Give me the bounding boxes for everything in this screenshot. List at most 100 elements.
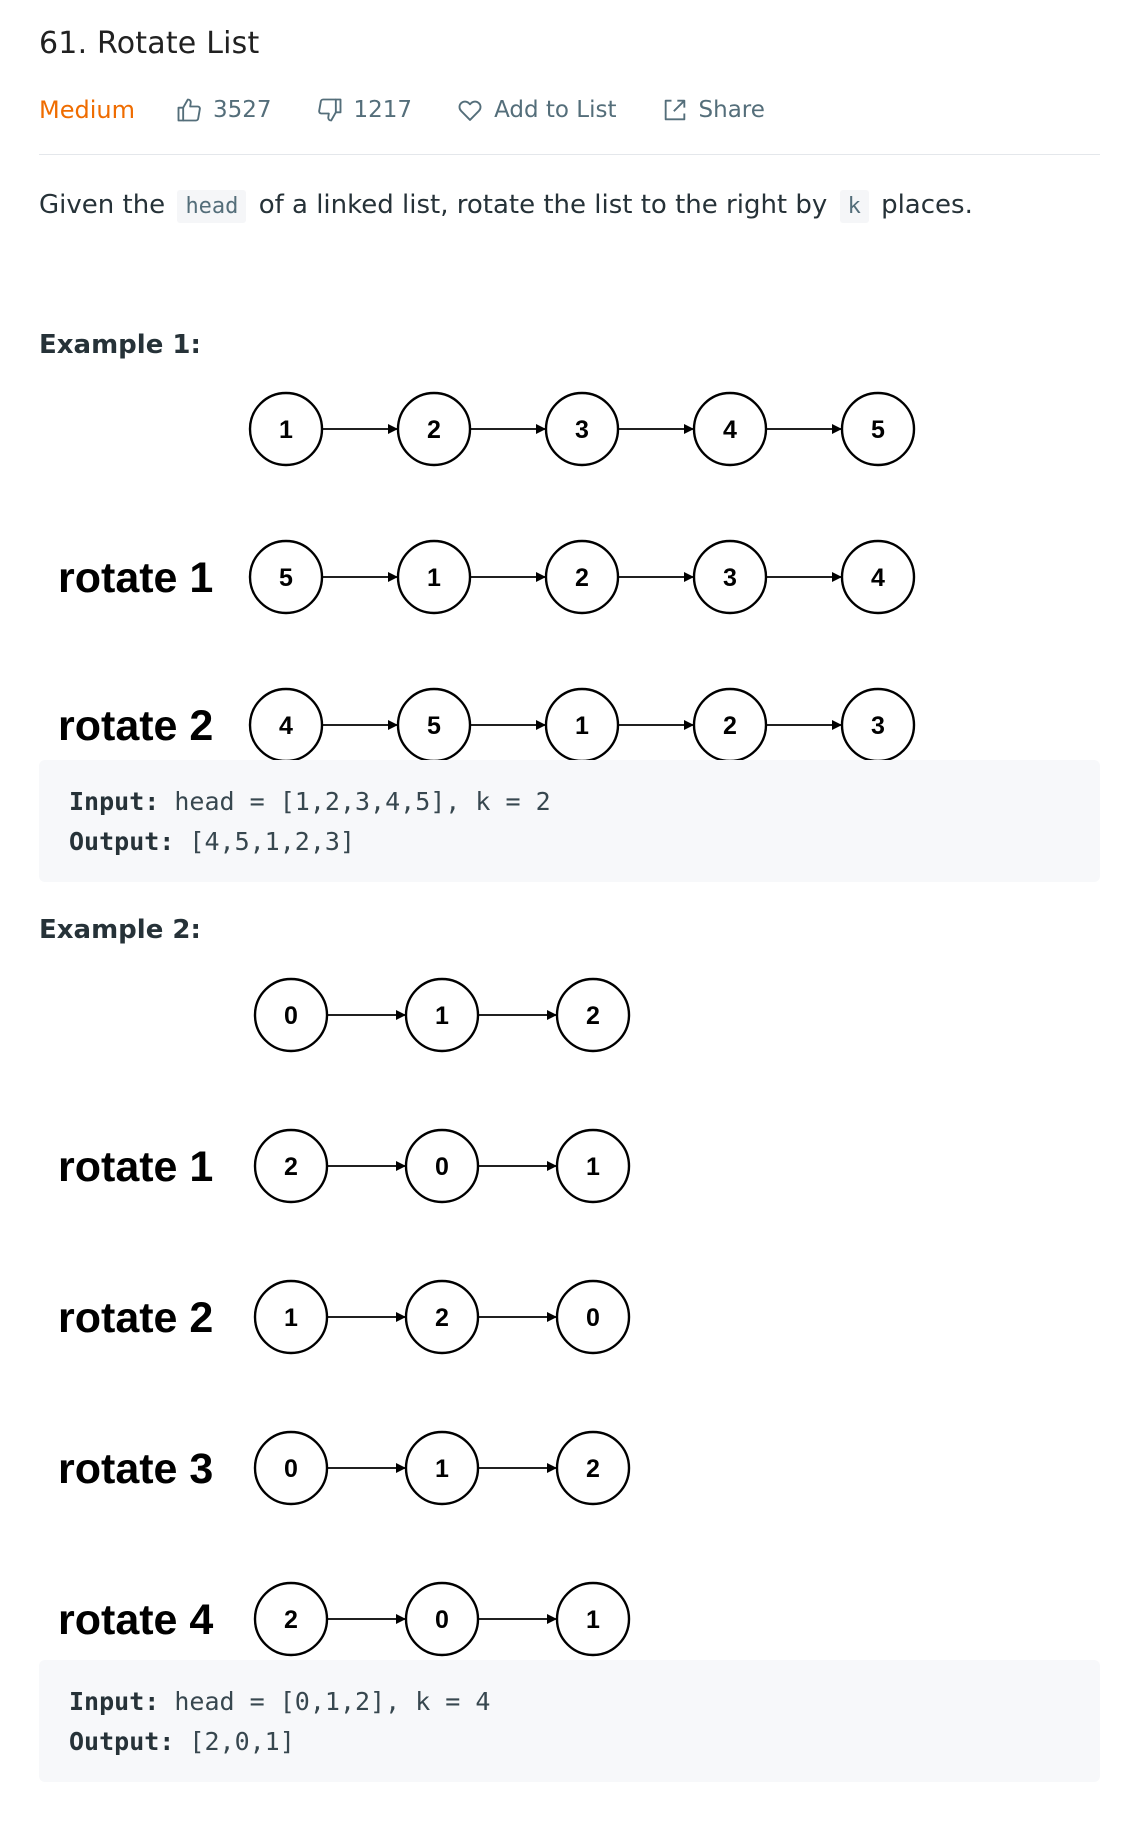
list-node xyxy=(555,977,631,1053)
header-divider xyxy=(39,154,1100,155)
node-value: 0 xyxy=(284,1455,298,1483)
code-k: k xyxy=(839,190,869,223)
list-row: rotate 3 0 1 2 xyxy=(58,1430,631,1506)
list-node xyxy=(253,1128,329,1204)
list-node xyxy=(555,1279,631,1355)
list-node xyxy=(404,1279,480,1355)
heart-icon xyxy=(458,100,482,121)
node-value: 4 xyxy=(723,416,737,444)
list-node xyxy=(555,1581,631,1657)
list-node xyxy=(253,1279,329,1355)
node-value: 5 xyxy=(279,564,293,592)
node-value: 5 xyxy=(427,712,441,740)
example-1-io: Input: head = [1,2,3,4,5], k = 2 Output:… xyxy=(39,760,1100,882)
example-2-title: Example 2: xyxy=(39,915,201,945)
list-node xyxy=(544,391,620,467)
list-node xyxy=(248,391,324,467)
rotate-label: rotate 2 xyxy=(58,702,213,750)
list-node xyxy=(555,1128,631,1204)
node-value: 1 xyxy=(427,564,441,592)
code-head: head xyxy=(177,190,247,223)
node-value: 2 xyxy=(284,1606,298,1634)
node-value: 4 xyxy=(871,564,885,592)
list-node xyxy=(253,1430,329,1506)
node-value: 2 xyxy=(427,416,441,444)
rotate-label: rotate 1 xyxy=(58,554,213,602)
list-node xyxy=(404,1581,480,1657)
list-node xyxy=(248,539,324,615)
dislike-button[interactable]: 1217 xyxy=(316,96,412,124)
node-value: 4 xyxy=(279,712,293,740)
node-value: 1 xyxy=(284,1304,298,1332)
problem-title: 61. Rotate List xyxy=(39,26,260,61)
input-value: head = [0,1,2], k = 4 xyxy=(174,1687,491,1716)
list-node xyxy=(692,391,768,467)
list-node xyxy=(253,977,329,1053)
rotate-label: rotate 2 xyxy=(58,1294,213,1342)
problem-meta-bar: Medium 3527 1217 Add to List Share xyxy=(39,94,809,126)
thumbs-up-icon xyxy=(177,98,201,122)
list-node xyxy=(404,1430,480,1506)
input-key: Input: xyxy=(69,787,160,816)
thumbs-down-icon xyxy=(317,98,341,122)
difficulty-badge: Medium xyxy=(39,96,135,124)
node-value: 1 xyxy=(435,1002,449,1030)
list-node xyxy=(544,539,620,615)
input-value: head = [1,2,3,4,5], k = 2 xyxy=(174,787,551,816)
output-key: Output: xyxy=(69,1727,175,1756)
add-to-list-button[interactable]: Add to List xyxy=(456,96,617,124)
list-node xyxy=(692,539,768,615)
description-text: Given the xyxy=(39,190,166,220)
node-value: 5 xyxy=(871,416,885,444)
rotate-label: rotate 3 xyxy=(58,1445,213,1493)
likes-count: 3527 xyxy=(212,97,272,123)
output-key: Output: xyxy=(69,827,175,856)
add-to-list-label: Add to List xyxy=(494,97,617,123)
list-row: 1 2 3 4 5 xyxy=(248,391,916,467)
node-value: 3 xyxy=(871,712,885,740)
node-value: 2 xyxy=(586,1455,600,1483)
list-node xyxy=(404,977,480,1053)
list-node xyxy=(253,1581,329,1657)
problem-description: Given the head of a linked list, rotate … xyxy=(39,190,973,223)
node-value: 1 xyxy=(586,1153,600,1181)
list-node xyxy=(840,391,916,467)
output-value: [4,5,1,2,3] xyxy=(189,827,355,856)
node-value: 1 xyxy=(435,1455,449,1483)
list-row: 0 1 2 xyxy=(253,977,631,1053)
list-node xyxy=(840,539,916,615)
like-button[interactable]: 3527 xyxy=(175,96,272,124)
node-value: 0 xyxy=(435,1606,449,1634)
node-value: 2 xyxy=(586,1002,600,1030)
rotate-label: rotate 1 xyxy=(58,1143,213,1191)
input-key: Input: xyxy=(69,1687,160,1716)
node-value: 3 xyxy=(723,564,737,592)
share-icon xyxy=(664,99,685,121)
node-value: 2 xyxy=(284,1153,298,1181)
node-value: 0 xyxy=(435,1153,449,1181)
description-text: places. xyxy=(881,190,973,220)
description-text: of a linked list, rotate the list to the… xyxy=(258,190,828,220)
list-node xyxy=(404,1128,480,1204)
example-1-title: Example 1: xyxy=(39,330,201,360)
node-value: 3 xyxy=(575,416,589,444)
share-label: Share xyxy=(698,97,765,123)
node-value: 0 xyxy=(284,1002,298,1030)
list-row: rotate 1 5 1 2 3 4 xyxy=(58,539,916,615)
output-value: [2,0,1] xyxy=(189,1727,295,1756)
list-node xyxy=(396,391,472,467)
list-row: rotate 1 2 0 1 xyxy=(58,1128,631,1204)
node-value: 2 xyxy=(575,564,589,592)
example-2-io: Input: head = [0,1,2], k = 4 Output: [2,… xyxy=(39,1660,1100,1782)
node-value: 1 xyxy=(575,712,589,740)
list-node xyxy=(396,539,472,615)
share-button[interactable]: Share xyxy=(661,96,765,124)
node-value: 1 xyxy=(279,416,293,444)
node-value: 1 xyxy=(586,1606,600,1634)
list-node xyxy=(555,1430,631,1506)
